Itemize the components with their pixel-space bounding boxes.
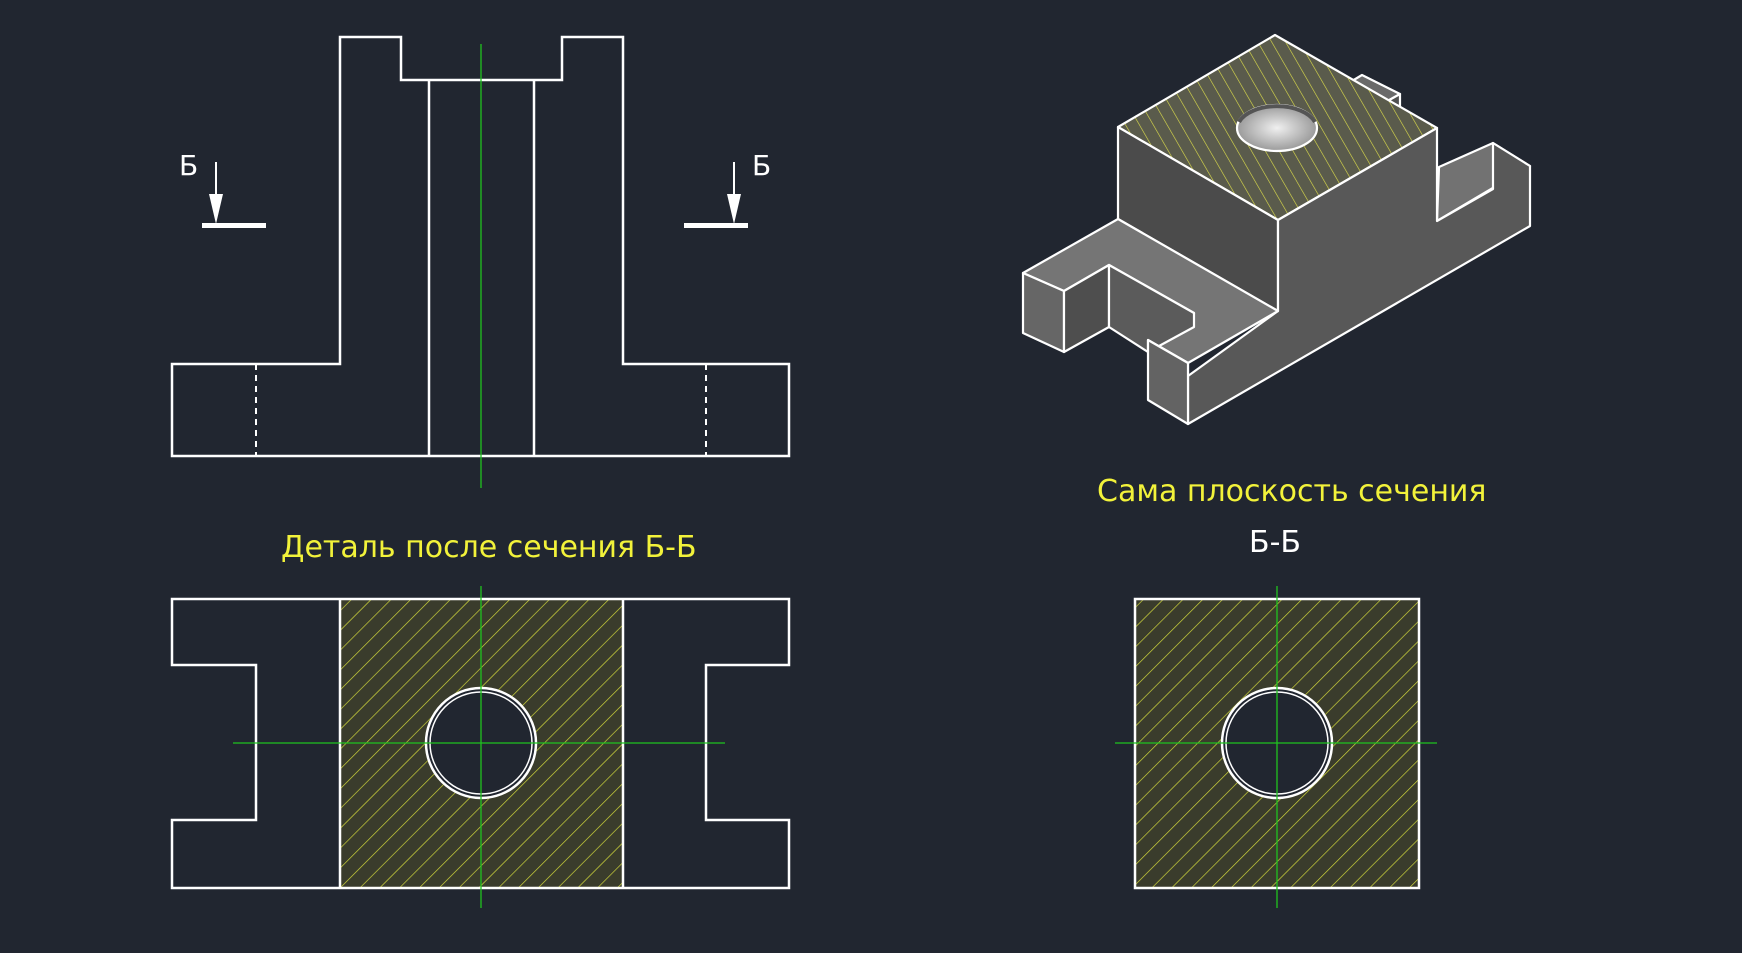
front-view	[170, 35, 791, 458]
section-indicator-left	[202, 162, 266, 228]
detail-outline	[170, 597, 791, 890]
section-arrow-head-left	[209, 194, 223, 224]
front-view-outline	[170, 35, 791, 458]
iso-slot-back-face	[1107, 263, 1196, 354]
isometric-view	[1021, 33, 1532, 426]
section-arrow-head-right	[727, 194, 741, 224]
section-mark-right: Б	[752, 149, 772, 182]
iso-body-right-face	[1186, 126, 1532, 426]
section-plane-stroke-left	[202, 223, 266, 228]
section-plane-view	[1115, 586, 1437, 908]
caption-detail-after-section: Деталь после сечения Б-Б	[281, 530, 697, 565]
iso-hole-shadow	[1237, 104, 1317, 124]
section-view-detail	[170, 586, 791, 908]
section-plane-stroke-right	[684, 223, 748, 228]
iso-front-block-left	[1146, 338, 1190, 426]
section-mark-left: Б	[179, 149, 199, 182]
section-indicator-right	[684, 162, 748, 228]
caption-section-plane: Сама плоскость сечения	[1097, 474, 1487, 509]
caption-section-bb: Б-Б	[1249, 525, 1301, 560]
